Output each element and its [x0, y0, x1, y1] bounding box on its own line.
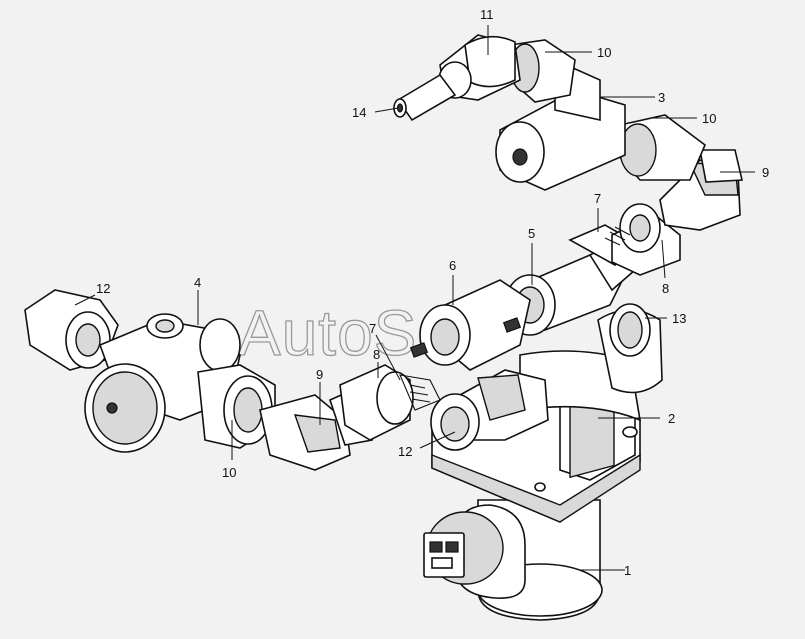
callout-10a: 10	[222, 465, 236, 480]
part-10-nut-top	[509, 39, 576, 103]
callout-8a: 8	[373, 347, 380, 362]
leader-8b	[661, 239, 666, 279]
callout-13: 13	[672, 311, 686, 326]
part-14-tube	[393, 73, 457, 122]
callout-4: 4	[194, 275, 201, 290]
callout-7a: 7	[369, 321, 376, 336]
leader-12a	[74, 294, 96, 306]
part-11-elbow-top	[438, 34, 521, 101]
callouts: 1 2 3 4 5 6 7 7 8 8 9 9 10 10 10 11 12 1…	[96, 7, 769, 578]
callout-7b: 7	[594, 191, 601, 206]
part-13-side-port	[597, 303, 663, 394]
part-10-nut-left	[197, 364, 276, 449]
part-4-tee-left	[84, 313, 241, 453]
callout-11: 11	[480, 7, 494, 22]
part-8-7-adapter-left	[339, 364, 441, 441]
callout-14: 14	[352, 105, 366, 120]
callout-9b: 9	[762, 165, 769, 180]
callout-12a: 12	[96, 281, 110, 296]
callout-10c: 10	[702, 111, 716, 126]
part-2-valve-body	[431, 350, 642, 523]
callout-10b: 10	[597, 45, 611, 60]
part-7-8-adapter-right	[568, 203, 681, 276]
callout-2: 2	[668, 411, 675, 426]
callout-6: 6	[449, 258, 456, 273]
part-10-nut-upper-right	[617, 114, 706, 181]
leader-12b	[419, 431, 456, 449]
part-12-union-nut-right	[430, 369, 549, 451]
leader-14	[374, 107, 399, 113]
part-6-fitting	[409, 279, 531, 371]
callout-3: 3	[658, 90, 665, 105]
callout-1: 1	[624, 563, 631, 578]
leader-lines	[74, 25, 755, 571]
callout-8b: 8	[662, 281, 669, 296]
callout-12b: 12	[398, 444, 412, 459]
part-1-valve-housing	[423, 499, 603, 621]
callout-9a: 9	[316, 367, 323, 382]
part-9-elbow-right	[659, 149, 743, 231]
callout-5: 5	[528, 226, 535, 241]
leader-7a	[375, 334, 401, 381]
